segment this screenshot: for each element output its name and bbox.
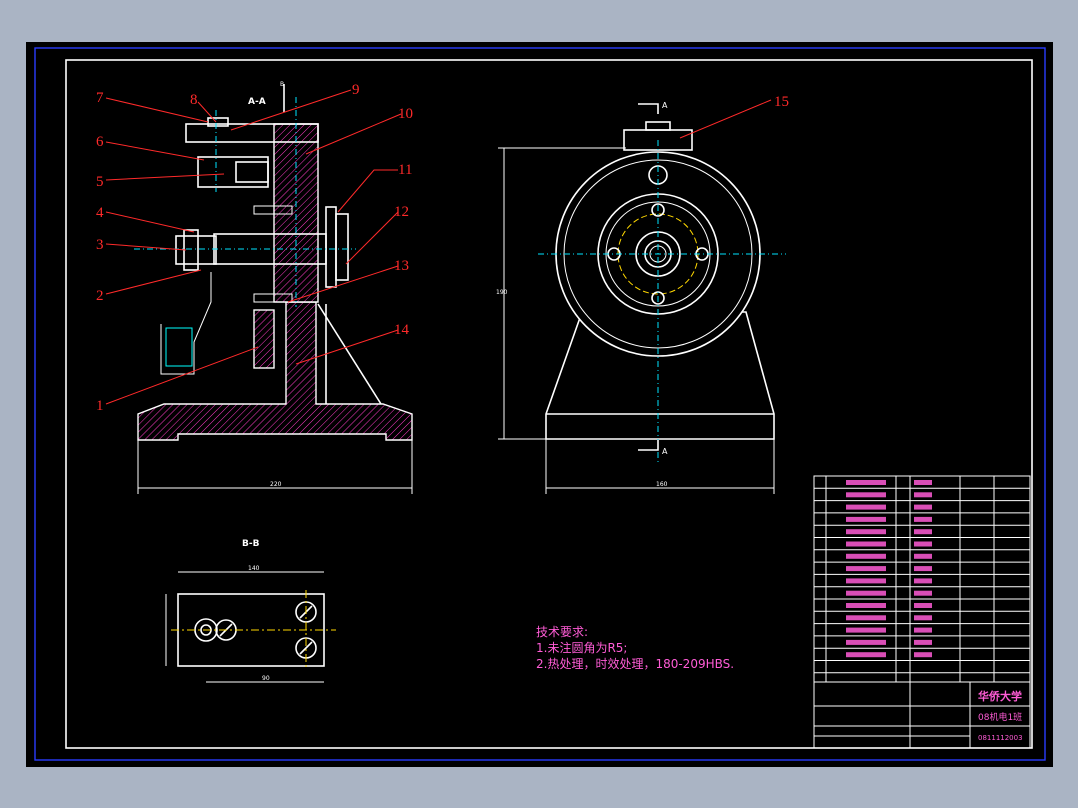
- part-name-cell: [846, 516, 886, 522]
- part-number-8: 8: [190, 92, 198, 108]
- part-name-cell: [846, 480, 886, 485]
- material-cell: [914, 615, 932, 621]
- material-cell: [914, 652, 932, 658]
- material-cell: [914, 480, 932, 485]
- part-number-11: 11: [398, 162, 412, 178]
- svg-text:90: 90: [262, 675, 270, 682]
- section-view-bb: 140 90: [165, 565, 336, 683]
- part-name-cell: [846, 652, 886, 658]
- part-name-cell: [846, 541, 886, 547]
- drawing-canvas: 220 A-A B-B B 7 8 9 10 6 5 4 3 2 1 11 12…: [26, 42, 1053, 767]
- section-label-aa: A-A: [248, 97, 266, 107]
- cut-label-b: B: [280, 81, 284, 88]
- cut-label-a-bottom: A: [662, 447, 668, 456]
- part-number-1: 1: [96, 398, 104, 414]
- tech-req-line1: 1.未注圆角为R5;: [536, 640, 627, 655]
- part-name-cell: [846, 603, 886, 608]
- part-name-cell: [846, 578, 886, 584]
- part-name-cell: [846, 639, 886, 645]
- part-number-15: 15: [774, 94, 789, 110]
- front-view: 160 190: [496, 99, 786, 494]
- part-number-10: 10: [398, 106, 413, 122]
- material-cell: [914, 590, 932, 596]
- cut-label-a-top: A: [662, 101, 668, 110]
- part-number-5: 5: [96, 174, 104, 190]
- part-number-13: 13: [394, 258, 409, 274]
- svg-text:190: 190: [496, 289, 508, 296]
- section-label-bb: B-B: [242, 539, 260, 549]
- section-view-aa: 220: [134, 97, 413, 494]
- part-number-3: 3: [96, 237, 104, 253]
- material-cell: [914, 578, 932, 584]
- part-number-6: 6: [96, 134, 104, 150]
- school-name: 华侨大学: [978, 689, 1022, 703]
- part-number-2: 2: [96, 288, 104, 304]
- material-cell: [914, 504, 932, 510]
- part-name-cell: [846, 566, 886, 572]
- part-number-14: 14: [394, 322, 410, 338]
- svg-text:140: 140: [248, 565, 260, 572]
- part-number-9: 9: [352, 82, 360, 98]
- tech-req-title: 技术要求:: [536, 625, 588, 639]
- material-cell: [914, 529, 932, 535]
- class-name: 08机电1班: [978, 711, 1022, 723]
- part-name-cell: [846, 504, 886, 510]
- svg-text:220: 220: [270, 481, 282, 488]
- tech-req-line2: 2.热处理，时效处理，180-209HBS.: [536, 656, 734, 671]
- material-cell: [914, 639, 932, 645]
- parts-list-table: [813, 475, 1031, 749]
- part-number-7: 7: [96, 90, 104, 106]
- part-name-cell: [846, 553, 886, 559]
- part-name-cell: [846, 492, 886, 498]
- assembly-drawing: 220 A-A B-B B 7 8 9 10 6 5 4 3 2 1 11 12…: [34, 47, 1046, 761]
- material-cell: [914, 627, 932, 633]
- material-cell: [914, 516, 932, 522]
- part-number-12: 12: [394, 204, 409, 220]
- material-cell: [914, 541, 932, 547]
- part-name-cell: [846, 529, 886, 535]
- material-cell: [914, 492, 932, 498]
- part-name-cell: [846, 627, 886, 633]
- title-block: 华侨大学 08机电1班 0811112003: [813, 681, 1031, 749]
- part-leaders-left: [105, 89, 402, 405]
- part-number-4: 4: [96, 205, 104, 221]
- svg-text:160: 160: [656, 481, 668, 488]
- inner-frame: [65, 59, 1033, 749]
- part-name-cell: [846, 590, 886, 596]
- material-cell: [914, 603, 932, 608]
- material-cell: [914, 566, 932, 572]
- outer-frame: [34, 47, 1046, 761]
- material-cell: [914, 553, 932, 559]
- part-name-cell: [846, 615, 886, 621]
- student-id: 0811112003: [978, 734, 1023, 742]
